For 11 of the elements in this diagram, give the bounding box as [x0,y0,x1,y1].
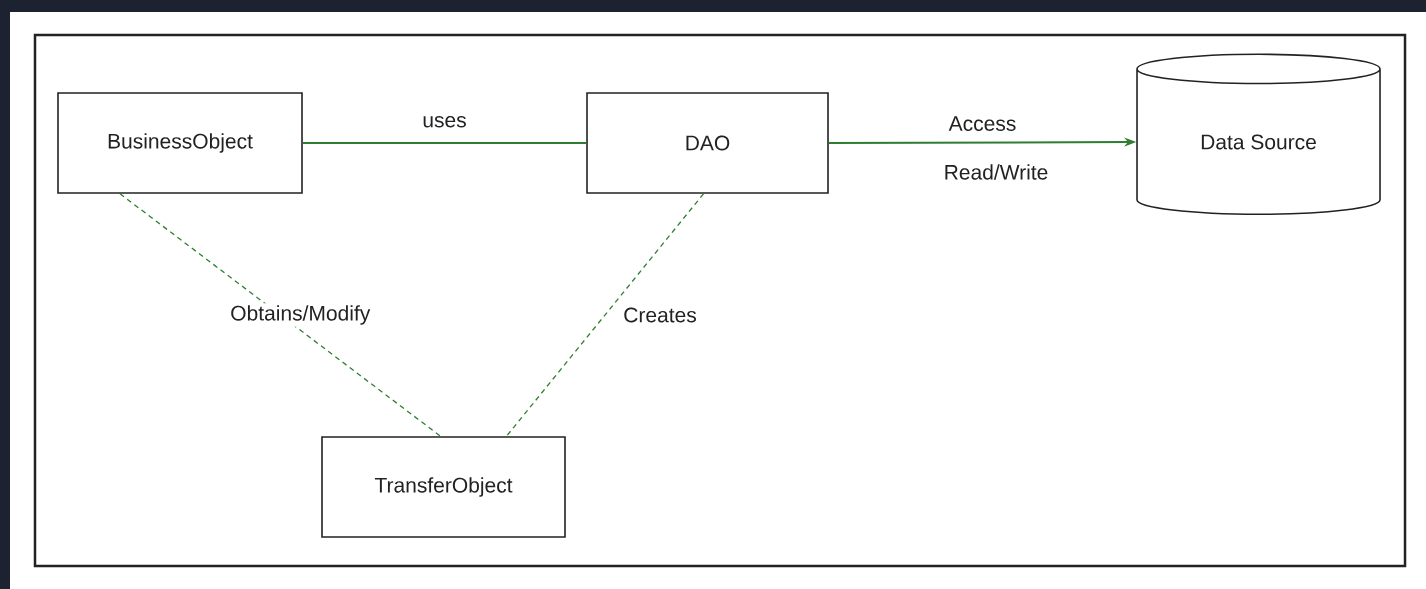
class-box: DAO [586,92,829,194]
line-label: Read/Write [945,164,1048,180]
class-box: TransferObject [321,436,566,538]
connector-line [505,193,705,437]
connector-line [301,142,588,144]
edge-label: Obtains/Modify [228,303,373,327]
edge-label: Access [948,116,1016,131]
edge-label: uses [423,115,466,128]
class-box: BusinessObject [57,92,303,194]
database-cylinder: Data Source [1136,53,1381,216]
connector-line [119,193,442,437]
